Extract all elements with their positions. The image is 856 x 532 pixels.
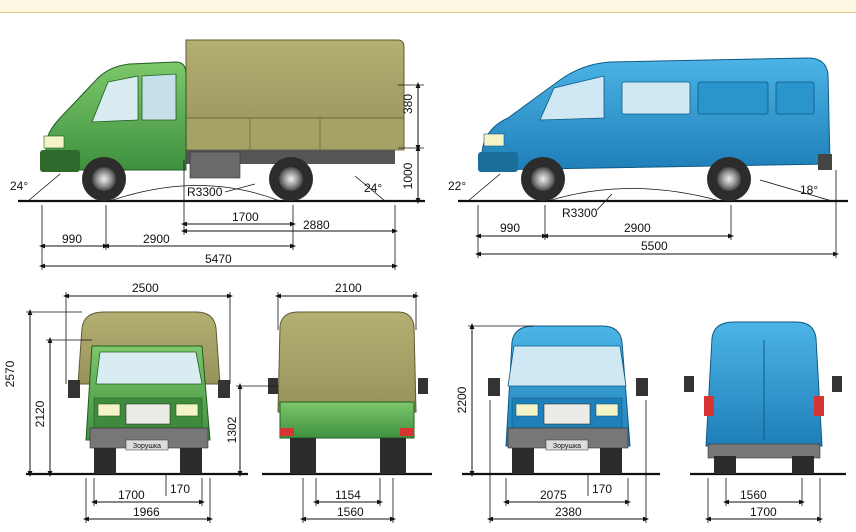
van-rear-width: 1700 <box>750 505 777 519</box>
truck-rear-inner: 1154 <box>335 488 361 502</box>
truck-rear-tailgate <box>279 401 415 439</box>
header-strip <box>0 0 856 13</box>
truck-side-view: 380 1000 24° 24° R3300 1700 2880 990 290… <box>10 39 425 270</box>
truck-rear-tarp <box>277 311 417 413</box>
van-badge: Зорушка <box>553 443 581 450</box>
van-front-width: 2380 <box>555 505 582 519</box>
van-front-track: 2075 <box>540 488 567 502</box>
truck-cab-height: 2120 <box>33 400 47 427</box>
van-height: 2200 <box>455 386 469 413</box>
truck-rear-floor-height: 1302 <box>225 416 239 443</box>
van-radius: R3300 <box>562 206 598 220</box>
van-front-angle: 22° <box>448 179 466 193</box>
truck-body-wheelbase: 2880 <box>303 218 330 232</box>
truck-total-height: 2570 <box>3 360 17 387</box>
truck-rear-track: 1560 <box>337 505 364 519</box>
truck-length: 5470 <box>205 252 232 266</box>
van-rear-track: 1560 <box>740 488 767 502</box>
van-front-overhang: 990 <box>500 221 520 235</box>
truck-tarp-lower <box>185 117 405 151</box>
van-length: 5500 <box>641 239 668 253</box>
truck-floor-height: 1000 <box>401 162 415 189</box>
truck-badge: Зорушка <box>133 443 161 450</box>
truck-front-angle: 24° <box>10 179 28 193</box>
van-wheelbase: 2900 <box>624 221 651 235</box>
truck-cab-window <box>91 75 139 123</box>
van-rear-angle: 18° <box>800 183 818 197</box>
truck-front-view: Зорушка 2500 2570 2120 1700 1966 170 <box>3 281 248 523</box>
van-rear-view: 1560 1700 <box>684 321 846 523</box>
truck-cargo-height: 380 <box>401 94 415 114</box>
truck-rear-width: 2100 <box>335 281 362 295</box>
truck-clearance: 170 <box>170 482 190 496</box>
van-clearance: 170 <box>592 482 612 496</box>
van-side-window <box>621 81 691 115</box>
truck-body-inner: 1700 <box>232 210 259 224</box>
truck-front-body-width: 1966 <box>133 505 160 519</box>
truck-wheelbase: 2900 <box>143 232 170 246</box>
van-front-view: Зорушка 2200 2075 2380 170 <box>455 323 660 523</box>
van-windshield <box>539 75 605 121</box>
truck-front-track: 1700 <box>118 488 145 502</box>
truck-radius: R3300 <box>187 185 223 199</box>
van-side-view: 22° 18° R3300 990 2900 5500 <box>448 57 848 258</box>
truck-rear-angle: 24° <box>364 181 382 195</box>
truck-rear-view: 2100 1302 1154 1560 <box>225 281 432 523</box>
truck-front-width: 2500 <box>132 281 159 295</box>
truck-front-overhang: 990 <box>62 232 82 246</box>
